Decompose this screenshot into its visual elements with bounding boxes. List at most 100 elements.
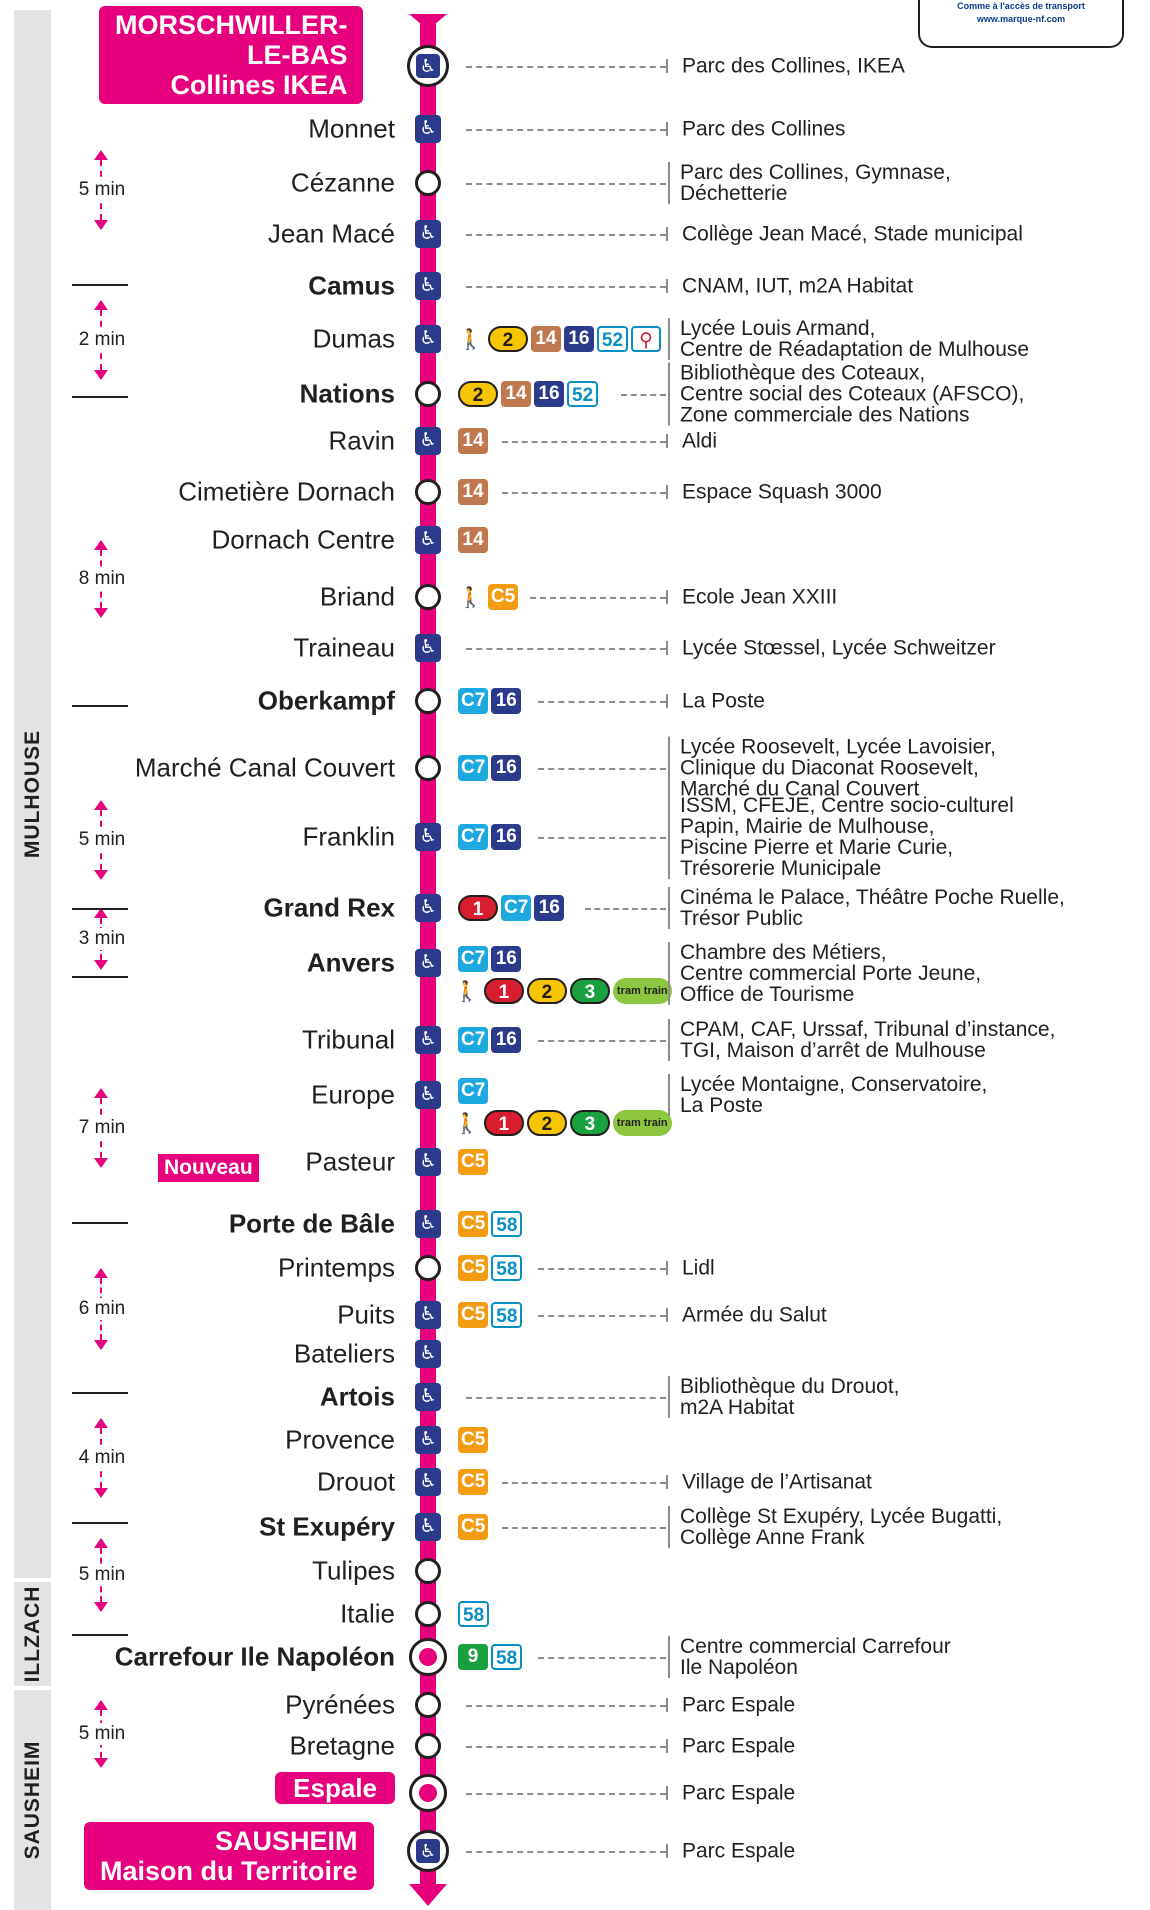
poi-line: Piscine Pierre et Marie Curie, <box>680 836 954 859</box>
stop-name: Grand Rex <box>263 892 396 923</box>
line-badge-c7: C7 <box>458 688 489 714</box>
poi-connector <box>538 1040 666 1042</box>
poi-tick <box>666 1261 668 1275</box>
section-separator <box>72 976 128 978</box>
stop-name: Europe <box>311 1079 395 1110</box>
travel-time-label: 6 min <box>72 1298 132 1320</box>
poi-line: Lycée Montaigne, Conservatoire, <box>680 1073 988 1096</box>
connections: C7 <box>458 1078 489 1104</box>
points-of-interest: La Poste <box>680 691 765 712</box>
stop-marker <box>415 688 441 714</box>
line-direction-arrow <box>409 1884 447 1906</box>
line-badge-14: 14 <box>458 527 488 553</box>
points-of-interest: Lycée Roosevelt, Lycée Lavoisier,Cliniqu… <box>668 735 996 800</box>
points-of-interest: Lycée Louis Armand,Centre de Réadaptatio… <box>668 318 1029 360</box>
wheelchair-access-icon: ♿ <box>407 45 449 87</box>
terminus-bottom: SAUSHEIM Maison du Territoire <box>84 1822 374 1890</box>
tram-train-badge: tram train <box>612 1110 672 1136</box>
section-separator <box>72 705 128 707</box>
poi-connector <box>502 492 666 494</box>
connections: 🚶C5 <box>458 584 519 610</box>
line-badge-16: 16 <box>491 755 522 781</box>
points-of-interest: Parc Espale <box>680 1783 795 1804</box>
stop-marker <box>415 170 441 196</box>
poi-connector <box>466 183 666 185</box>
poi-connector <box>585 908 666 910</box>
poi-line: Collège Anne Frank <box>680 1526 865 1549</box>
stop-marker <box>409 1638 447 1676</box>
wheelchair-access-icon: ♿ <box>415 634 441 662</box>
arrow-up-icon <box>94 1418 108 1428</box>
points-of-interest: Lycée Stœssel, Lycée Schweitzer <box>680 638 996 659</box>
stop-row: Pasteur♿C5 <box>0 1147 1150 1177</box>
line-badge-16: 16 <box>491 688 522 714</box>
line-badge-c5: C5 <box>458 1469 489 1495</box>
connections: 14 <box>458 428 488 454</box>
stop-name: Puits <box>337 1299 395 1330</box>
travel-time-label: 7 min <box>72 1117 132 1139</box>
connections: C5 <box>458 1149 489 1175</box>
line-badge-16: 16 <box>563 326 594 352</box>
stop-row: Bateliers♿ <box>0 1339 1150 1369</box>
poi-connector <box>538 768 666 770</box>
wheelchair-access-icon: ♿ <box>415 1301 441 1329</box>
poi-line: Parc des Collines, IKEA <box>682 54 905 78</box>
line-badge-2: 2 <box>526 1110 567 1136</box>
poi-line: Armée du Salut <box>682 1303 827 1327</box>
stop-row: Camus♿CNAM, IUT, m2A Habitat <box>0 271 1150 301</box>
line-badge-9: 9 <box>458 1644 488 1670</box>
stop-name-espale: Espale <box>275 1772 395 1804</box>
line-start-marker <box>409 14 447 30</box>
poi-tick <box>666 279 668 293</box>
stop-name: Franklin <box>302 821 395 852</box>
stop-name: Bretagne <box>289 1730 395 1761</box>
arrow-down-icon <box>94 1488 108 1498</box>
poi-connector <box>538 837 666 839</box>
arrow-up-icon <box>94 800 108 810</box>
poi-line: Lidl <box>682 1256 715 1280</box>
walking-connection-icon: 🚶 <box>458 586 483 609</box>
section-separator <box>72 908 128 910</box>
poi-tick <box>666 227 668 241</box>
arrow-down-icon <box>94 370 108 380</box>
line-badge-14: 14 <box>458 479 488 505</box>
poi-line: Centre de Réadaptation de Mulhouse <box>680 338 1030 361</box>
wheelchair-icon: ♿ <box>419 1841 437 1861</box>
poi-line: Centre social des Coteaux (AFSCO), <box>680 382 1025 406</box>
poi-tick <box>666 1475 668 1489</box>
poi-line: Espace Squash 3000 <box>682 480 882 504</box>
terminus-top-line-1: MORSCHWILLER- <box>115 10 348 40</box>
poi-line: Parc Espale <box>682 1693 796 1717</box>
points-of-interest: Collège Jean Macé, Stade municipal <box>680 224 1023 245</box>
poi-line: Lycée Roosevelt, Lycée Lavoisier, <box>680 735 996 759</box>
stop-name: Marché Canal Couvert <box>134 752 395 783</box>
travel-time-label: 3 min <box>72 928 132 950</box>
line-badge-3: 3 <box>569 978 610 1004</box>
stop-name: Monnet <box>308 113 395 144</box>
stop-name: Anvers <box>306 947 395 978</box>
points-of-interest: Armée du Salut <box>680 1305 827 1326</box>
connections: C5 <box>458 1514 489 1540</box>
poi-tick <box>666 1308 668 1322</box>
arrow-up-icon <box>94 1268 108 1278</box>
travel-time-label: 8 min <box>72 568 132 590</box>
line-badge-52: 52 <box>596 326 629 352</box>
stop-name: Provence <box>285 1424 395 1455</box>
arrow-up-icon <box>94 300 108 310</box>
stop-name: Pasteur <box>305 1146 395 1177</box>
poi-connector <box>466 286 666 288</box>
wheelchair-access-icon: ♿ <box>415 115 441 143</box>
poi-line: ISSM, CFEJE, Centre socio-culturel <box>680 794 1014 817</box>
wheelchair-access-icon: ♿ <box>415 325 441 353</box>
stop-row: ♿ Parc des Collines, IKEA <box>0 45 1150 87</box>
line-badge-c5: C5 <box>458 1427 489 1453</box>
line-badge-1: 1 <box>483 978 524 1004</box>
